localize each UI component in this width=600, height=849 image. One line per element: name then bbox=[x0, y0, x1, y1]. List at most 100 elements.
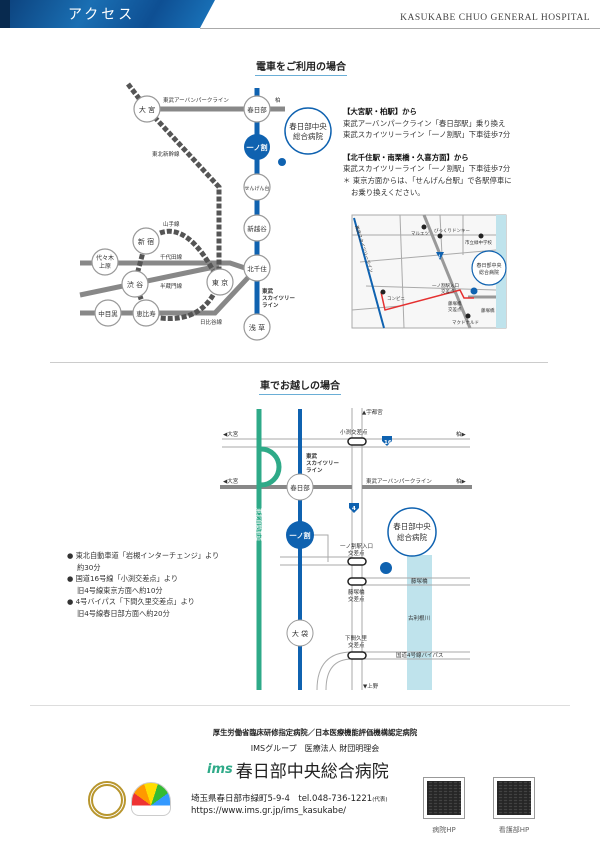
station-ichinowari bbox=[244, 134, 270, 160]
hospital-english-name: KASUKABE CHUO GENERAL HOSPITAL bbox=[400, 13, 590, 23]
station-sengendai bbox=[243, 173, 271, 201]
iwatsuki-interchange bbox=[260, 446, 282, 488]
line-label: 千代田線 bbox=[160, 253, 183, 261]
station-shinjuku bbox=[132, 227, 160, 255]
note-text: ＊ 東京方面からは、「せんげん台駅」で各駅停車に bbox=[343, 175, 512, 185]
map-label: 柏▶ bbox=[456, 430, 467, 438]
rainbow-mascot-icon bbox=[131, 782, 171, 816]
map-label: 春日部中央 bbox=[476, 262, 501, 269]
map-label: 一ノ割駅入口 bbox=[432, 282, 459, 289]
hospital-bubble bbox=[471, 250, 507, 286]
map-label: 4 bbox=[352, 506, 356, 512]
map-label: 交差点 bbox=[348, 549, 365, 557]
map-label: ライン bbox=[306, 467, 323, 474]
skytree-line bbox=[353, 217, 385, 329]
hospital-label: 総合病院 bbox=[293, 131, 323, 141]
note-line: 旧4号線春日部方面へ約20分 bbox=[77, 608, 170, 618]
route-text: 東武スカイツリーライン「一ノ割駅」下車徒歩7分 bbox=[343, 130, 511, 140]
hospital-marker bbox=[380, 562, 392, 574]
note-line: 旧4号線東京方面へ約10分 bbox=[77, 585, 163, 595]
map-label: 交差点 bbox=[348, 595, 365, 603]
line-label: 東武 bbox=[262, 287, 274, 295]
station-kitasenju bbox=[243, 254, 271, 282]
car-note: ● 国道16号線「小渕交差点」より旧4号線東京方面へ約10分 bbox=[67, 574, 179, 595]
car-note: ● 4号バイパス「下間久里交差点」より旧4号線春日部方面へ約20分 bbox=[67, 597, 195, 618]
map-label: 16 bbox=[384, 440, 392, 446]
header-rule bbox=[200, 28, 600, 29]
label: 北千住 bbox=[247, 264, 267, 273]
hospital-logo: ims 春日部中央総合病院 bbox=[207, 757, 389, 782]
hospital-marker bbox=[470, 287, 478, 295]
map-label: 交差点 bbox=[348, 641, 365, 649]
line-label: ライン bbox=[262, 302, 279, 309]
train-section-title: 電車をご利用の場合 bbox=[255, 58, 347, 76]
line-label: スカイツリー bbox=[262, 295, 296, 302]
address-text: 埼玉県春日部市緑町5-9-4 tel.048-736-1221 bbox=[191, 794, 373, 804]
map-label: 市立緑中学校 bbox=[465, 239, 492, 246]
map-label: ▲宇都宮 bbox=[362, 408, 383, 416]
station-ebisu bbox=[132, 299, 160, 327]
page-title: アクセス bbox=[68, 7, 136, 23]
hospital-name: 春日部中央総合病院 bbox=[235, 762, 389, 782]
station-yoyogiuehara bbox=[91, 248, 119, 276]
station-ofukuro bbox=[286, 619, 314, 647]
route-4-shield-icon bbox=[436, 252, 444, 260]
map-label: 4 bbox=[438, 254, 441, 259]
label: 上原 bbox=[99, 262, 111, 270]
map-label: コンビニ bbox=[387, 295, 405, 302]
line-label: 半蔵門線 bbox=[160, 282, 183, 290]
car-directions: ● 東北自動車道「岩槻インターチェンジ」より約30分 ● 国道16号線「小渕交差… bbox=[67, 550, 219, 619]
label: せんげん台 bbox=[244, 185, 269, 192]
line-label: 東北新幹線 bbox=[152, 150, 180, 158]
map-label: スカイツリー bbox=[306, 460, 340, 467]
header-banner bbox=[0, 0, 215, 28]
car-note: ● 東北自動車道「岩槻インターチェンジ」より約30分 bbox=[67, 551, 220, 572]
certification-seal-icon bbox=[88, 781, 126, 819]
line-label: 山手線 bbox=[163, 220, 180, 228]
note-line: 国道16号線「小渕交差点」より bbox=[75, 574, 179, 583]
hospital-qr-code[interactable] bbox=[423, 777, 465, 819]
map-label: 交差点 bbox=[441, 288, 455, 295]
route-16-shield-icon bbox=[382, 436, 392, 446]
label: 大 宮 bbox=[139, 105, 155, 114]
label: 恵比寿 bbox=[136, 309, 156, 318]
map-label: 春日部 bbox=[290, 483, 310, 492]
traffic-lights bbox=[347, 437, 367, 660]
group-text: IMSグループ 医療法人 財団明理会 bbox=[250, 744, 380, 753]
hospital-label: 春日部中央 bbox=[289, 121, 327, 131]
route-heading: 【北千住駅・南栗橋・久喜方面】から bbox=[343, 152, 469, 162]
note-line: 4号バイパス「下間久里交差点」より bbox=[75, 597, 195, 606]
map-label: 下間久里 bbox=[345, 634, 368, 642]
station-nakameguro bbox=[94, 299, 122, 327]
map-label: 東北自動車道 bbox=[255, 508, 263, 542]
nursing-qr-code[interactable] bbox=[493, 777, 535, 819]
label: 浅 草 bbox=[249, 323, 265, 332]
map-label: ◀大宮 bbox=[223, 430, 239, 438]
label: 東 京 bbox=[212, 278, 228, 287]
map-label: 藤塚橋 bbox=[481, 307, 495, 314]
map-label: 東武 bbox=[306, 452, 318, 460]
line-label: 東武アーバンパークライン bbox=[163, 96, 229, 104]
station-tokyo bbox=[206, 268, 234, 296]
address-note: (代表) bbox=[372, 797, 388, 803]
map-label: ◀大宮 bbox=[223, 477, 239, 485]
map-label: マクドナルド bbox=[452, 320, 479, 326]
map-label: 東武アーバンパークライン bbox=[366, 477, 432, 485]
map-label: ▼上野 bbox=[363, 682, 379, 690]
car-section-title: 車でお越しの場合 bbox=[259, 377, 341, 395]
map-label: 一ノ割 bbox=[290, 531, 311, 540]
footer-divider bbox=[30, 705, 570, 706]
qr-label: 看護部HP bbox=[498, 826, 530, 834]
hospital-label: 総合病院 bbox=[397, 532, 427, 542]
note-line: 約30分 bbox=[77, 562, 101, 572]
route-4-road bbox=[422, 214, 472, 329]
note-text: お乗り換えください。 bbox=[351, 187, 425, 197]
website-link[interactable]: https://www.ims.gr.jp/ims_kasukabe/ bbox=[191, 806, 347, 816]
shinkansen-line bbox=[126, 82, 222, 282]
station-asakusa bbox=[243, 313, 271, 341]
map-label: 藤塚橋 bbox=[348, 588, 365, 596]
ims-logo: ims bbox=[207, 762, 233, 777]
station-ichinowari bbox=[286, 521, 314, 549]
label: 代々木 bbox=[96, 254, 114, 262]
